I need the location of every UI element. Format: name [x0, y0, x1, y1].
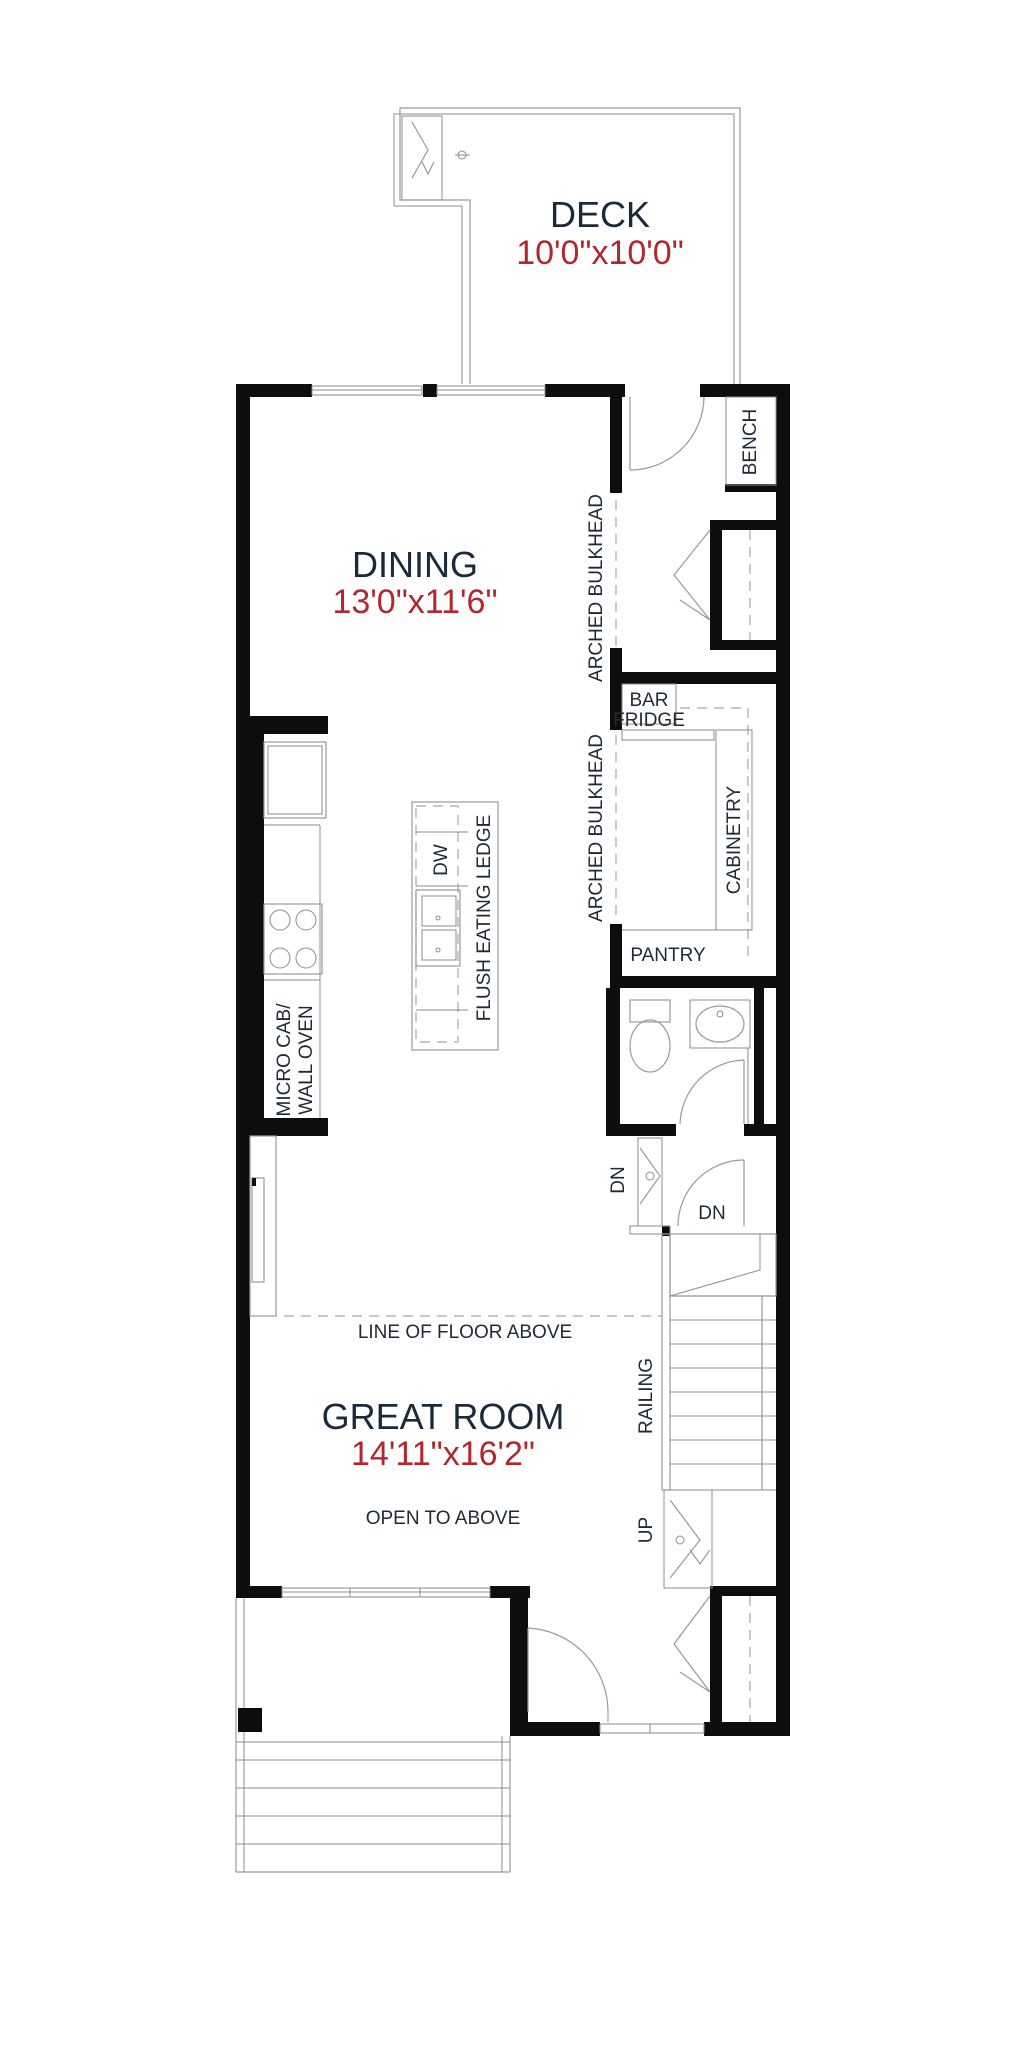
front-steps: [236, 1741, 510, 1873]
closet-door-upper-icon: [673, 529, 711, 621]
sink-icon: [415, 889, 461, 967]
bar-fridge-label-1: BAR: [629, 690, 668, 711]
dining-size: 13'0"x11'6": [332, 583, 497, 621]
arched-bulkhead-upper-label: ARCHED BULKHEAD: [586, 494, 607, 682]
flush-eating-ledge-label: FLUSH EATING LEDGE: [474, 815, 495, 1022]
fireplace-icon: [251, 1177, 265, 1283]
cabinetry-label: CABINETRY: [724, 785, 745, 894]
dining-room: DINING 13'0"x11'6": [332, 544, 497, 621]
deck-size: 10'0"x10'0": [516, 234, 684, 272]
toilet-icon: [629, 1019, 671, 1073]
deck-stair-arrow-icon: [411, 121, 435, 179]
great-room-name: GREAT ROOM: [322, 1396, 565, 1437]
dn-right-label: DN: [698, 1203, 725, 1224]
stair-door-swing: [677, 1159, 745, 1227]
deck-name: DECK: [550, 194, 650, 235]
stair-up-arrow-icon: [669, 1499, 711, 1579]
pantry-area: BAR FRIDGE CABINETRY PANTRY ARCHED BULKH…: [586, 683, 753, 966]
back-door-swing: [629, 396, 705, 471]
vanity-sink-icon: [695, 1005, 745, 1043]
walls: [236, 384, 790, 1736]
closet-door-lower-icon: [673, 1595, 711, 1693]
bench-label: BENCH: [740, 409, 761, 476]
dn-left-label: DN: [608, 1166, 629, 1193]
bar-fridge-label-2: FRIDGE: [613, 710, 685, 731]
front-porch: [235, 1598, 511, 1873]
front-door-swing: [527, 1627, 609, 1713]
great-room: LINE OF FLOOR ABOVE GREAT ROOM 14'11"x16…: [249, 1135, 662, 1529]
dining-name: DINING: [352, 544, 478, 585]
stair-dn-arrow-icon: [639, 1147, 661, 1205]
up-label: UP: [636, 1517, 657, 1543]
railing-label: RAILING: [636, 1358, 657, 1434]
line-of-floor-above-label: LINE OF FLOOR ABOVE: [358, 1322, 572, 1343]
kitchen-island: [411, 801, 499, 1051]
back-entry: BENCH ARCHED BULKHEAD: [586, 396, 777, 682]
micro-cab-label-1: MICRO CAB/: [274, 1003, 295, 1117]
open-to-above-label: OPEN TO ABOVE: [366, 1508, 521, 1529]
pantry-label: PANTRY: [630, 945, 706, 966]
stairs: DN DN RAILING UP: [608, 1137, 777, 1589]
kitchen: MICRO CAB/ WALL OVEN DW FLUSH EATING LED…: [263, 741, 499, 1118]
powder-room: [629, 999, 751, 1125]
foyer: [527, 1595, 751, 1722]
dw-label: DW: [431, 844, 452, 876]
great-room-size: 14'11"x16'2": [351, 1435, 535, 1473]
arched-bulkhead-lower-label: ARCHED BULKHEAD: [586, 734, 607, 922]
micro-cab-label-2: WALL OVEN: [296, 1005, 317, 1114]
cooktop-icon: [263, 903, 323, 975]
bathroom-door-swing: [679, 1059, 745, 1125]
deck-area: DECK 10'0"x10'0": [393, 107, 741, 384]
stair-treads: [670, 1295, 776, 1491]
windows: [281, 385, 705, 1734]
